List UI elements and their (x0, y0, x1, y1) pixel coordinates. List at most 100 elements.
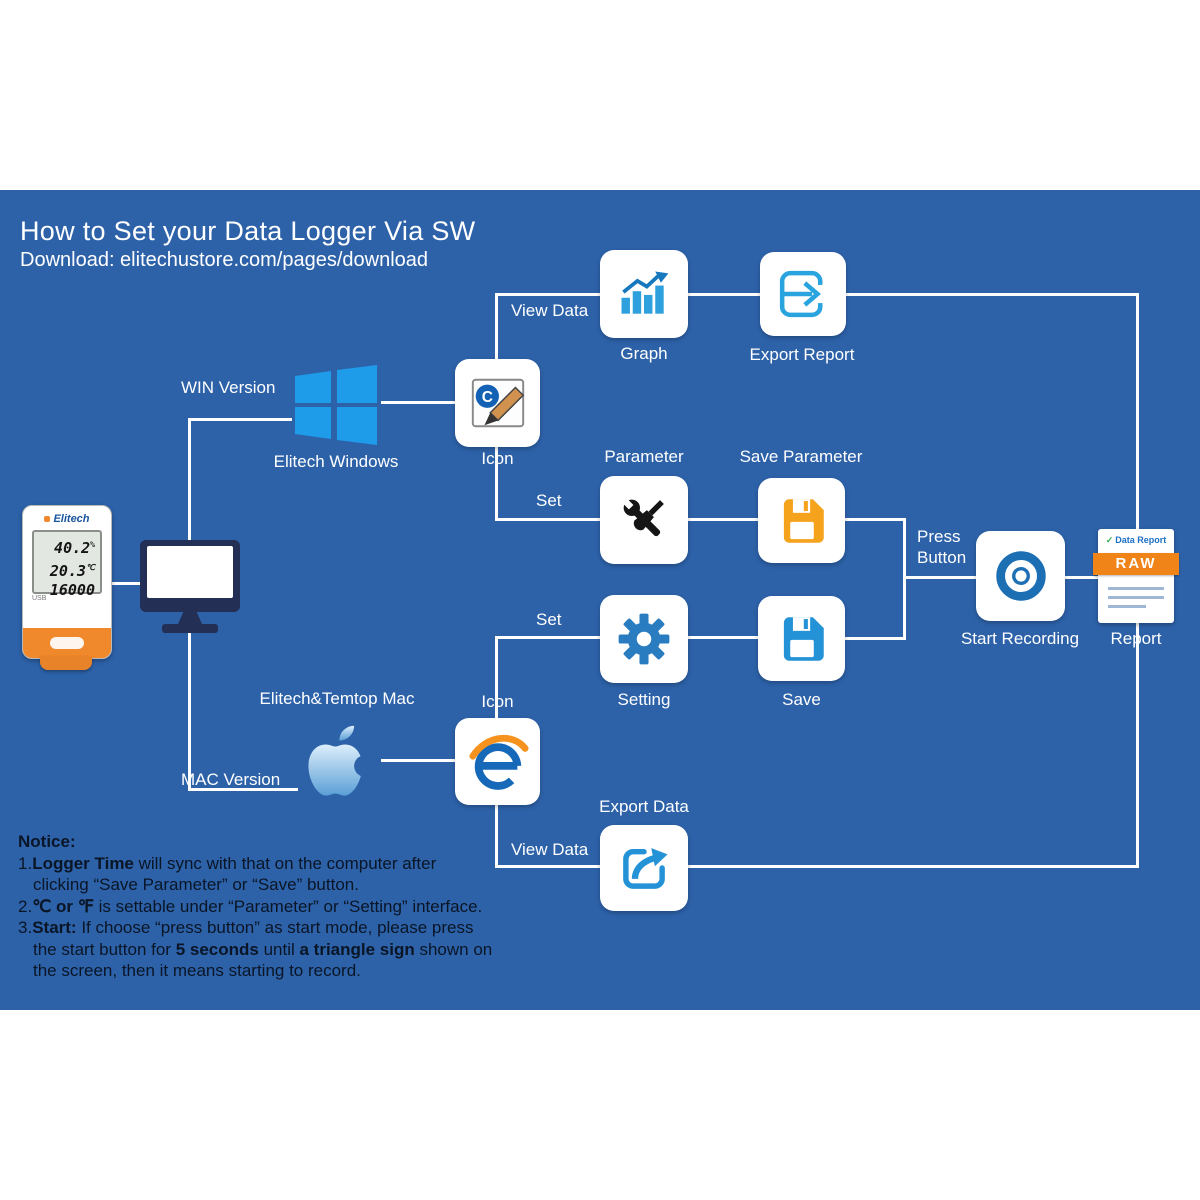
report-label: Report (1110, 629, 1162, 648)
report-doc-header: ✓ Data Report (1098, 535, 1174, 546)
setting-label: Setting (617, 690, 671, 709)
connector-line (1064, 576, 1099, 579)
device-button-area (23, 628, 111, 658)
connector-line (687, 518, 759, 521)
connector-line (687, 636, 759, 639)
export-report-tile (760, 252, 846, 336)
start-recording-label: Start Recording (960, 629, 1080, 648)
export-data-label: Export Data (599, 797, 689, 816)
connector-line (495, 865, 601, 868)
device-usb-cap (40, 656, 92, 670)
notice-text-segment: will sync with that on the computer afte… (133, 853, 437, 873)
usb-label: USB (32, 595, 47, 602)
connector-line (844, 518, 906, 521)
connector-line (1136, 620, 1139, 868)
lcd-reading-count: 16000 (49, 581, 95, 599)
connector-line (188, 418, 292, 421)
notice-text-segment: the screen, then it means starting to re… (33, 961, 361, 980)
elitech-mac-app-icon (468, 734, 529, 790)
notice-bold-segment: Logger Time (32, 853, 134, 873)
set-bottom-label: Set (536, 610, 562, 629)
elitech-temtop-mac-label: Elitech&Temtop Mac (259, 689, 415, 708)
save-label: Save (782, 690, 821, 709)
connector-line (495, 637, 498, 720)
notice-bold-segment: ℃ or ℉ (32, 896, 94, 916)
connector-line (903, 518, 906, 640)
save-tile (758, 596, 845, 681)
apple-logo-icon (308, 725, 376, 796)
export-data-tile (600, 825, 688, 911)
connector-line (687, 865, 1139, 868)
setting-tile (600, 595, 688, 683)
notice-number: 2. (18, 896, 33, 916)
raw-banner: RAW (1093, 553, 1179, 575)
floppy-blue-icon (783, 616, 824, 661)
connector-line (903, 576, 977, 579)
connector-line (381, 759, 456, 762)
mac-version-label: MAC Version (181, 770, 281, 789)
lcd-reading-temperature: 20.3℃ (49, 562, 95, 580)
tools-icon (622, 498, 664, 537)
graph-tile (600, 250, 688, 338)
connector-line (495, 804, 498, 868)
graph-icon (621, 271, 669, 314)
connector-line (381, 401, 456, 404)
parameter-tile (600, 476, 688, 564)
notice-item-3-line-1: 3.Start: If choose “press button” as sta… (18, 917, 558, 939)
notice-item-1-line-2: clicking “Save Parameter” or “Save” butt… (18, 874, 558, 896)
floppy-orange-icon (783, 498, 824, 543)
view-data-bottom-label: View Data (511, 840, 589, 859)
save-parameter-tile (758, 478, 845, 563)
report-text-line (1108, 605, 1146, 608)
data-logger-device: Elitech 40.2% 20.3℃ 16000 USB (22, 505, 112, 659)
mac-app-tile (455, 718, 540, 805)
notice-bold-segment: 5 seconds (175, 939, 259, 959)
app-icon-letter: C (481, 389, 492, 406)
windows-logo-icon (295, 365, 377, 445)
notice-number: 1. (18, 853, 33, 873)
connector-line (495, 446, 498, 520)
device-brand: Elitech (23, 513, 111, 525)
start-recording-tile (976, 531, 1065, 621)
notice-bold-segment: a triangle sign (299, 939, 415, 959)
elitech-windows-label: Elitech Windows (273, 452, 399, 471)
connector-line (687, 293, 761, 296)
brand-text: Elitech (53, 513, 90, 525)
press-button-label: Press Button (917, 527, 967, 567)
monitor-base (162, 624, 218, 633)
page-title: How to Set your Data Logger Via SW (20, 216, 476, 246)
notice-bold-segment: Start: (32, 918, 77, 937)
notice-text-segment: until (258, 939, 300, 959)
set-top-label: Set (536, 491, 562, 510)
notice-heading: Notice: (18, 832, 76, 851)
lcd-reading-humidity: 40.2% (54, 539, 95, 557)
monitor-icon (140, 540, 240, 636)
export-report-label: Export Report (749, 345, 855, 364)
notice-text-segment: If choose “press button” as start mode, … (76, 918, 474, 937)
device-lcd-screen: 40.2% 20.3℃ 16000 (32, 530, 102, 599)
gear-icon (618, 613, 670, 665)
connector-line (495, 293, 601, 296)
notice: Notice: 1.Logger Time will sync with tha… (18, 831, 558, 982)
notice-item-3-line-3: the screen, then it means starting to re… (18, 960, 558, 982)
notice-text-segment: the start button for (33, 939, 176, 959)
pencil-icon (483, 386, 524, 426)
icon-mac-label: Icon (481, 692, 514, 711)
save-parameter-label: Save Parameter (739, 447, 863, 466)
connector-line (495, 636, 601, 639)
connector-line (1136, 293, 1139, 533)
record-button-icon (995, 551, 1046, 601)
monitor-frame (140, 540, 240, 612)
report-text-line (1108, 596, 1164, 599)
win-version-label: WIN Version (181, 378, 276, 397)
notice-text-segment: is settable under “Parameter” or “Settin… (93, 896, 483, 916)
notice-item-2: 2.℃ or ℉ is settable under “Parameter” o… (18, 896, 558, 918)
export-report-icon (779, 270, 825, 318)
notice-item-3-line-2: the start button for 5 seconds until a t… (18, 939, 558, 961)
report-text-line (1108, 587, 1164, 590)
connector-line (844, 293, 1139, 296)
notice-item-1-line-1: 1.Logger Time will sync with that on the… (18, 853, 558, 875)
download-url: Download: elitechustore.com/pages/downlo… (20, 249, 429, 271)
view-data-top-label: View Data (511, 301, 589, 320)
